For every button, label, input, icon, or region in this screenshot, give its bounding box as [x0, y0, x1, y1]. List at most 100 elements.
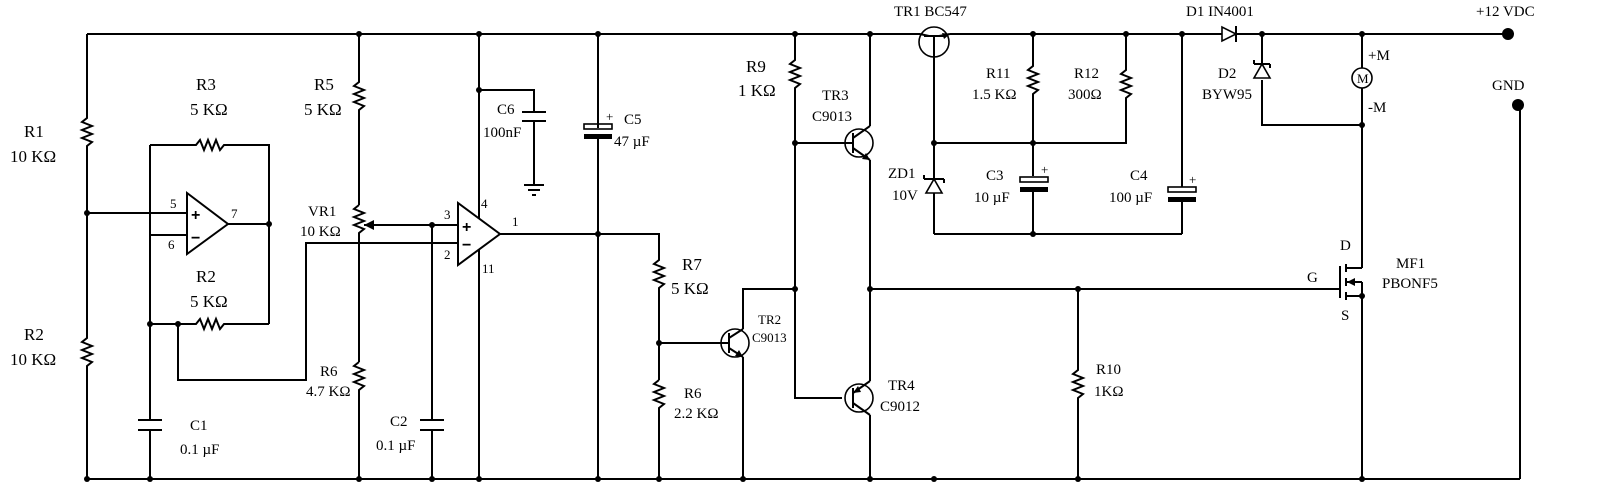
opamp-a: + − — [186, 190, 230, 256]
vcc-terminal — [1502, 28, 1514, 40]
r6-lower-value: 2.2 KΩ — [674, 406, 718, 422]
r11-ref: R11 — [986, 66, 1010, 82]
c4-ref: C4 — [1130, 168, 1148, 184]
r7-value: 5 KΩ — [671, 279, 709, 298]
r12-resistor — [1118, 34, 1134, 112]
r10-value: 1KΩ — [1094, 384, 1123, 400]
tr3-ref: TR3 — [822, 88, 849, 104]
svg-text:+: + — [462, 219, 471, 236]
zd1-ref: ZD1 — [888, 166, 916, 182]
tr1-label: TR1 BC547 — [894, 4, 967, 20]
tr4-transistor — [844, 380, 874, 479]
svg-text:+: + — [606, 109, 613, 124]
mf1-value: PBONF5 — [1382, 276, 1438, 292]
mf1-source-label: S — [1341, 308, 1349, 324]
r1-value: 10 KΩ — [10, 147, 56, 166]
r3-ref: R3 — [196, 75, 216, 94]
r12-ref: R12 — [1074, 66, 1099, 82]
r7-ref: R7 — [682, 255, 702, 274]
c6-ref: C6 — [497, 102, 515, 118]
mf1-gate-label: G — [1307, 270, 1318, 286]
d2-value: BYW95 — [1202, 87, 1252, 103]
r5-value: 5 KΩ — [304, 100, 342, 119]
r6-upper-ref: R6 — [320, 364, 338, 380]
motor-minus-label: -M — [1368, 100, 1386, 116]
opamp-b-pin11: 11 — [482, 261, 495, 276]
r6-lower-resistor — [651, 379, 667, 479]
r2-divider-ref: R2 — [24, 325, 44, 344]
r9-value: 1 KΩ — [738, 81, 776, 100]
d2-ref: D2 — [1218, 66, 1236, 82]
r2-feedback-ref: R2 — [196, 267, 216, 286]
svg-text:+: + — [1041, 162, 1048, 177]
tr4-ref: TR4 — [888, 378, 915, 394]
svg-text:+: + — [1189, 172, 1196, 187]
c4-capacitor: + — [1167, 34, 1197, 234]
r10-ref: R10 — [1096, 362, 1121, 378]
r9-ref: R9 — [746, 57, 766, 76]
c2-capacitor — [420, 225, 444, 479]
c6-value: 100nF — [483, 125, 521, 141]
c3-value: 10 µF — [974, 190, 1010, 206]
motor: M — [1351, 34, 1373, 268]
mf1-ref: MF1 — [1396, 256, 1425, 272]
vr1-ref: VR1 — [308, 204, 336, 220]
gnd-rail — [87, 105, 1521, 480]
r6-lower-ref: R6 — [684, 386, 702, 402]
c1-ref: C1 — [190, 418, 208, 434]
motor-plus-label: +M — [1368, 48, 1390, 64]
c5-capacitor: + — [583, 34, 613, 479]
gnd-label: GND — [1492, 78, 1525, 94]
opamp-a-pin7: 7 — [231, 206, 238, 221]
r11-resistor — [1025, 34, 1041, 176]
r12-value: 300Ω — [1068, 87, 1102, 103]
r5-resistor — [351, 34, 367, 205]
r7-resistor — [598, 233, 667, 380]
tr2-transistor — [659, 288, 795, 479]
svg-text:−: − — [462, 237, 471, 254]
c6-capacitor — [479, 89, 546, 196]
vr1-potentiometer — [351, 204, 432, 362]
r11-value: 1.5 KΩ — [972, 87, 1016, 103]
svg-text:+: + — [191, 207, 200, 224]
c2-ref: C2 — [390, 414, 408, 430]
vcc-label: +12 VDC — [1476, 4, 1535, 20]
zd1-zener — [923, 175, 945, 234]
r2-feedback-value: 5 KΩ — [190, 292, 228, 311]
d2-diode — [1252, 34, 1362, 126]
c3-capacitor: + — [1019, 162, 1049, 234]
opamp-b-pin2: 2 — [444, 247, 451, 262]
r5-ref: R5 — [314, 75, 334, 94]
r2-divider-resistor — [79, 213, 95, 479]
c5-ref: C5 — [624, 112, 642, 128]
d1-diode — [1221, 25, 1238, 43]
opamp-a-pin6: 6 — [168, 237, 175, 252]
r10-resistor — [1070, 289, 1086, 479]
opamp-b-pin4: 4 — [481, 196, 488, 211]
c5-value: 47 µF — [614, 134, 650, 150]
r3-value: 5 KΩ — [190, 100, 228, 119]
r6-upper-resistor — [351, 361, 367, 479]
c2-value: 0.1 µF — [376, 438, 416, 454]
tr3-transistor — [795, 125, 874, 161]
tr2-ref: TR2 — [758, 312, 781, 327]
gnd-terminal — [1512, 99, 1524, 111]
tr4-value: C9012 — [880, 399, 920, 415]
r2-feedback-resistor — [150, 316, 269, 332]
mf1-drain-label: D — [1340, 238, 1351, 254]
r9-resistor — [787, 34, 803, 143]
tr1-transistor — [918, 26, 951, 58]
zd1-value: 10V — [892, 188, 918, 204]
c1-capacitor — [138, 324, 162, 479]
r2-divider-value: 10 KΩ — [10, 350, 56, 369]
opamp-b-pin1: 1 — [512, 214, 519, 229]
tr3-value: C9013 — [812, 109, 852, 125]
d1-label: D1 IN4001 — [1186, 4, 1254, 20]
c1-value: 0.1 µF — [180, 442, 220, 458]
r3-resistor — [150, 137, 270, 324]
opamp-b: + − — [457, 201, 502, 267]
tr2-value: C9013 — [752, 330, 787, 345]
c3-ref: C3 — [986, 168, 1004, 184]
r1-resistor — [79, 34, 95, 213]
